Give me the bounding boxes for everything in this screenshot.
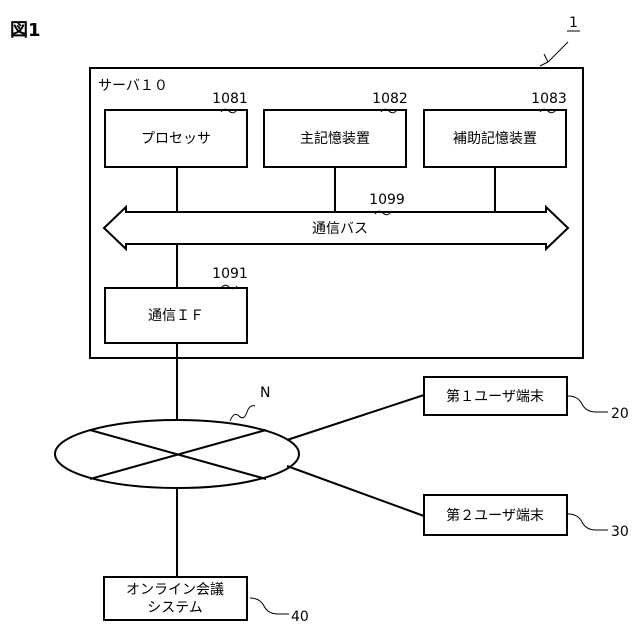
user-terminal-1-ref: 20 <box>611 406 629 422</box>
figure-ref-number: 1 <box>569 15 578 31</box>
network-ref-squiggle <box>230 406 255 421</box>
figure-label: 図1 <box>10 20 41 41</box>
server-label: サーバ１０ <box>98 78 168 94</box>
user-terminal-1-leader <box>568 396 608 412</box>
conference-system-label-line2: システム <box>147 600 203 616</box>
main-memory-ref: 1082 <box>372 91 408 107</box>
aux-storage-ref: 1083 <box>531 91 567 107</box>
network-terminal1-line <box>287 395 424 440</box>
network-terminal2-line <box>287 466 424 516</box>
user-terminal-2-label: 第２ユーザ端末 <box>446 507 544 524</box>
user-terminal-2-ref: 30 <box>611 524 629 540</box>
aux-storage-label: 補助記憶装置 <box>453 130 537 147</box>
user-terminal-1-label: 第１ユーザ端末 <box>446 388 544 405</box>
figure-ref-leader <box>548 42 568 62</box>
conference-system-ref: 40 <box>291 609 309 625</box>
processor-ref: 1081 <box>212 91 248 107</box>
processor-label: プロセッサ <box>141 131 211 147</box>
comm-if-ref: 1091 <box>212 266 248 282</box>
bus-label: 通信バス <box>312 221 368 237</box>
bus-ref: 1099 <box>369 192 405 208</box>
conference-system-label-line1: オンライン会議 <box>126 581 224 598</box>
user-terminal-2-leader <box>568 514 608 530</box>
main-memory-label: 主記憶装置 <box>300 130 370 147</box>
network-label: N <box>260 385 270 401</box>
conference-system-leader <box>250 598 289 614</box>
figure-ref-arrowhead <box>540 54 548 66</box>
comm-if-label: 通信ＩＦ <box>148 308 204 324</box>
